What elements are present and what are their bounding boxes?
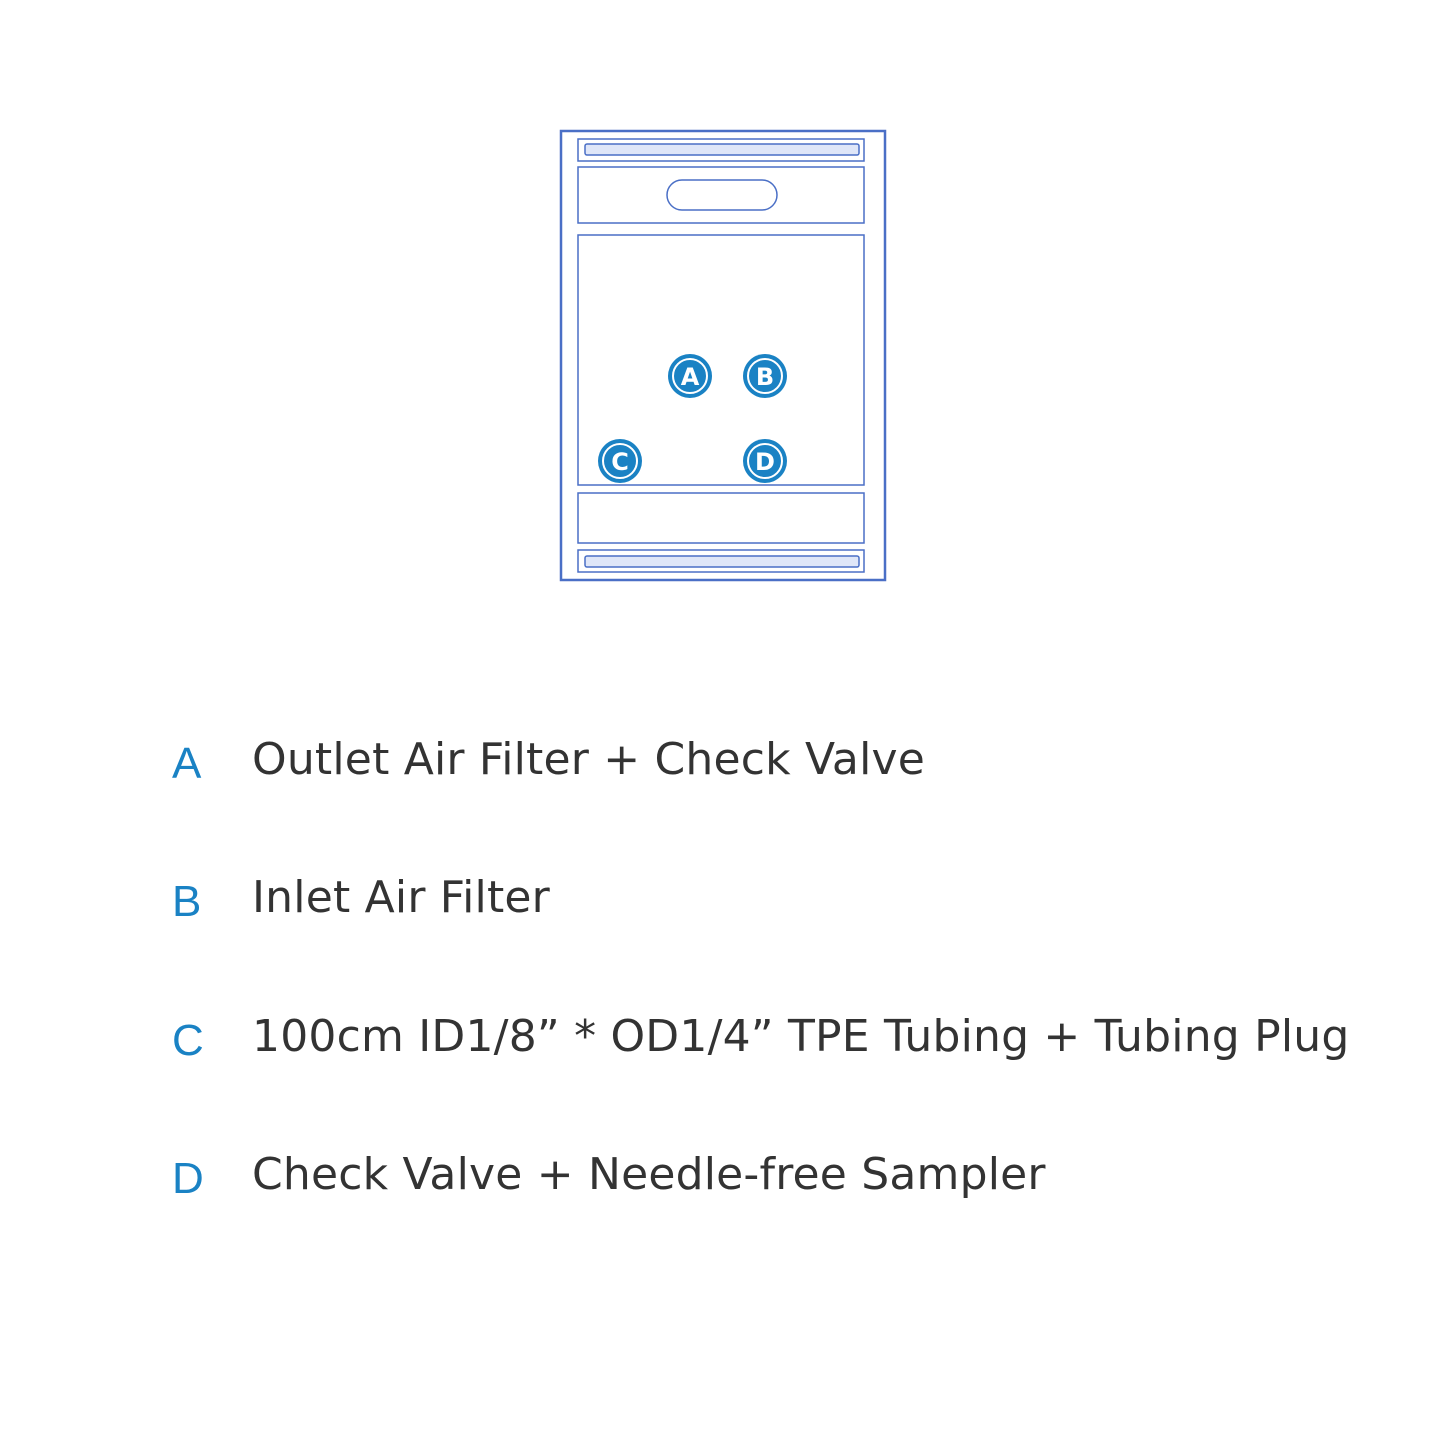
legend-letter-b: B xyxy=(172,877,202,926)
legend-item-a: A Outlet Air Filter + Check Valve xyxy=(172,730,925,790)
legend-text-c: 100cm ID1/8” * OD1/4” TPE Tubing + Tubin… xyxy=(252,1011,1350,1062)
bag-outline xyxy=(559,129,887,582)
handle-slot xyxy=(666,179,778,211)
legend-text-a: Outlet Air Filter + Check Valve xyxy=(252,734,926,785)
legend-letter-a: A xyxy=(172,739,202,788)
legend-letter-d: D xyxy=(172,1154,204,1203)
marker-b: B xyxy=(743,354,787,398)
marker-a: A xyxy=(668,354,712,398)
bag-diagram: A B C D xyxy=(559,129,887,582)
legend-item-c: C 100cm ID1/8” * OD1/4” TPE Tubing + Tub… xyxy=(172,1007,1349,1067)
marker-c-label: C xyxy=(611,448,629,476)
main-chamber xyxy=(577,234,865,486)
marker-a-label: A xyxy=(681,363,700,391)
legend-item-b: B Inlet Air Filter xyxy=(172,868,550,928)
bottom-seal-bar xyxy=(584,555,860,568)
legend-item-d: D Check Valve + Needle-free Sampler xyxy=(172,1145,1046,1205)
legend-letter-c: C xyxy=(172,1016,204,1065)
legend-text-d: Check Valve + Needle-free Sampler xyxy=(252,1149,1046,1200)
legend-text-b: Inlet Air Filter xyxy=(252,872,550,923)
marker-d-label: D xyxy=(755,448,775,476)
marker-c: C xyxy=(598,439,642,483)
marker-d: D xyxy=(743,439,787,483)
marker-b-label: B xyxy=(756,363,774,391)
top-seal-bar xyxy=(584,143,860,156)
